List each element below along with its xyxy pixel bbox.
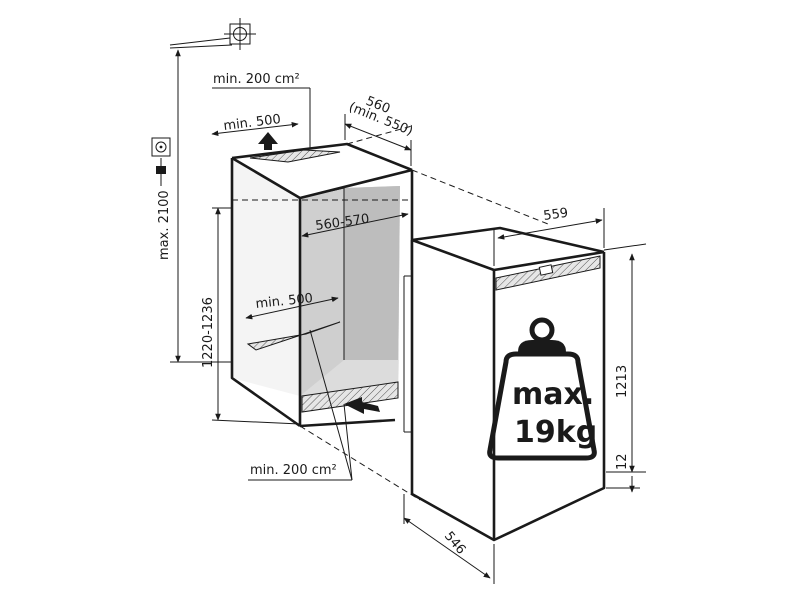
niche-height-dimension: 1220-1236 (201, 207, 301, 425)
air-flow-arrow-icon (258, 132, 278, 150)
max-height-dimension: max. 2100 (157, 44, 238, 363)
niche-width-dimension: 560-570 (301, 212, 409, 238)
crosshair-symbol-icon (169, 18, 256, 50)
power-socket-icon (151, 137, 171, 186)
niche-width-label: 560-570 (314, 212, 370, 234)
niche-cabinet (230, 132, 414, 428)
max-load-line1: max. (512, 377, 594, 412)
appliance-depth-label: 546 (441, 529, 468, 558)
vent-bottom-area-label: min. 200 cm² (250, 463, 337, 478)
appliance-width-label: 559 (542, 206, 569, 224)
max-height-label: max. 2100 (157, 190, 172, 260)
appliance-fridge (403, 226, 606, 542)
appliance-height-label: 1213 (615, 365, 630, 398)
appliance-height-dimension: 1213 12 (603, 243, 647, 493)
top-vent-dimensions: min. 200 cm² min. 500 (211, 72, 311, 148)
vent-bottom-width-label: min. 500 (255, 291, 314, 312)
appliance-width-dimension: 559 (493, 206, 605, 266)
bottom-vent-dimensions: min. 500 min. 200 cm² (245, 291, 353, 481)
max-load-line2: 19kg (514, 415, 597, 450)
niche-height-label: 1220-1236 (201, 297, 216, 368)
weight-icon: max. 19kg (487, 317, 597, 461)
plinth-label: 12 (615, 453, 630, 470)
vent-top-area-label: min. 200 cm² (213, 72, 300, 87)
vent-top-width-label: min. 500 (223, 112, 282, 134)
